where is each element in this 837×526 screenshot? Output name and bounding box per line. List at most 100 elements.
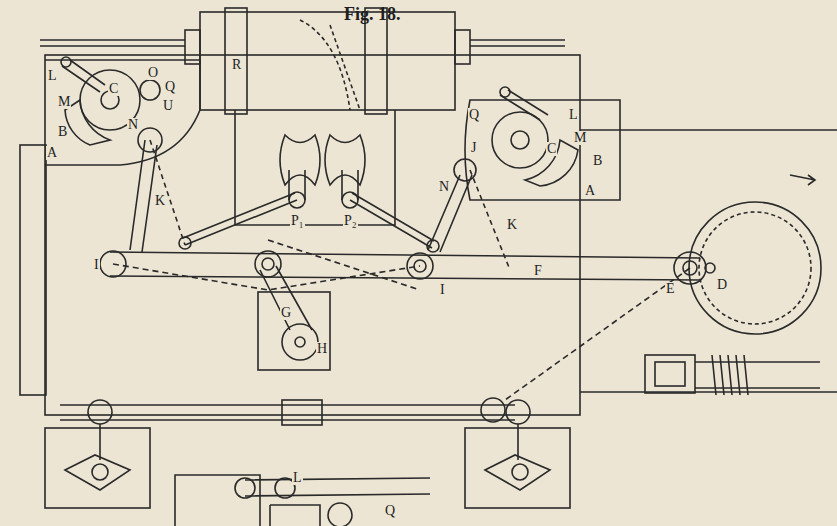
part-letter: Q xyxy=(164,80,176,94)
part-letter: I xyxy=(93,258,100,272)
bearing-block xyxy=(258,292,330,370)
part-letter: G xyxy=(280,306,292,320)
part-letter-holder: A xyxy=(46,143,58,161)
part-letter-holder: D xyxy=(716,275,728,293)
bell-crank xyxy=(65,455,130,490)
part-letter: L xyxy=(47,69,58,83)
part-letter-holder: L xyxy=(292,468,303,486)
latch-lever xyxy=(62,60,105,92)
cam xyxy=(328,503,352,526)
bracket-plate xyxy=(465,100,620,200)
rod-eye xyxy=(88,400,112,424)
part-letter: Q xyxy=(468,108,480,122)
part-letter: F xyxy=(533,264,543,278)
shaft-center xyxy=(705,263,715,273)
part-letter: P₁ xyxy=(290,214,305,228)
cylinder-end xyxy=(455,30,470,64)
figure-title-holder: Fig. 18. xyxy=(344,4,401,25)
part-letter: H xyxy=(316,342,328,356)
part-letter: D xyxy=(716,278,728,292)
part-letter-holder: H xyxy=(316,339,328,357)
cylinder-flange xyxy=(225,8,247,114)
pin xyxy=(179,237,191,249)
part-letter: B xyxy=(57,125,68,139)
crank-wheel xyxy=(689,202,821,334)
part-letter-holder: F xyxy=(533,261,543,279)
pin xyxy=(262,258,274,270)
bell-crank xyxy=(485,455,550,490)
part-letter-holder: E xyxy=(665,279,676,297)
part-letter: L xyxy=(568,108,579,122)
worm-thread xyxy=(712,355,748,395)
part-letter: J xyxy=(470,141,477,155)
hidden-line xyxy=(150,140,185,245)
hidden-line xyxy=(505,268,690,400)
cam-segment xyxy=(65,100,110,145)
piston-rod xyxy=(40,40,565,46)
part-letter-holder: O xyxy=(147,63,159,81)
part-letter-holder: Q xyxy=(384,501,396,519)
lower-rod xyxy=(60,405,515,420)
part-letter: R xyxy=(231,58,242,72)
cylinder-end xyxy=(185,30,200,64)
rotation-arrow xyxy=(790,175,815,185)
figure-title: Fig. 18. xyxy=(344,4,401,25)
rod-coupling xyxy=(282,400,322,425)
link xyxy=(100,424,518,460)
lever-arm xyxy=(260,266,312,330)
part-letter: B xyxy=(592,154,603,168)
pin xyxy=(140,80,160,100)
part-letter-holder: N xyxy=(438,177,450,195)
shaft xyxy=(282,324,318,360)
bearing-inner xyxy=(655,362,685,386)
part-letter: U xyxy=(162,99,174,113)
partial-plate xyxy=(175,475,260,526)
part-letter: A xyxy=(46,146,58,160)
part-letter-holder: C xyxy=(108,79,119,97)
part-letter-holder: M xyxy=(573,128,587,146)
lever xyxy=(428,175,472,252)
frame-extension xyxy=(580,130,837,392)
part-letter-holder: K xyxy=(506,215,518,233)
part-letter-holder: N xyxy=(127,115,139,133)
latch-lever xyxy=(500,90,548,120)
part-letter: M xyxy=(573,131,587,145)
hidden-line xyxy=(300,20,360,110)
part-letter: L xyxy=(292,471,303,485)
bracket-plate xyxy=(45,60,200,165)
part-letter-holder: C xyxy=(546,139,557,157)
cylinder xyxy=(200,12,455,110)
connecting-rod xyxy=(350,193,434,248)
valve-piece xyxy=(325,135,365,185)
part-letter-holder: Q xyxy=(164,77,176,95)
part-letter-holder: L xyxy=(47,66,58,84)
cam-hub xyxy=(511,131,529,149)
part-letter-holder: G xyxy=(280,303,292,321)
part-letter: M xyxy=(57,95,71,109)
part-letter: N xyxy=(438,180,450,194)
frame-flange xyxy=(20,145,46,395)
part-letter: K xyxy=(154,194,166,208)
part-letter: P₂ xyxy=(343,214,358,228)
part-letter-holder: B xyxy=(57,122,68,140)
connecting-rod xyxy=(183,193,297,245)
part-letter: C xyxy=(546,142,557,156)
part-letter: I xyxy=(439,283,446,297)
partial-rod xyxy=(245,478,430,496)
part-letter-holder: R xyxy=(231,55,242,73)
rod-eye xyxy=(506,400,530,424)
pin xyxy=(427,240,439,252)
valve-arm xyxy=(289,170,358,200)
part-letter-holder: U xyxy=(162,96,174,114)
part-letter-holder: I xyxy=(439,280,446,298)
pivot xyxy=(92,464,108,480)
part-letter: E xyxy=(665,282,676,296)
part-letter: Q xyxy=(384,504,396,518)
part-letter: C xyxy=(108,82,119,96)
part-letter-holder: Q xyxy=(468,105,480,123)
link-eye xyxy=(255,251,281,277)
link-bar xyxy=(110,252,700,280)
cam-segment xyxy=(525,140,578,186)
pin xyxy=(500,87,510,97)
